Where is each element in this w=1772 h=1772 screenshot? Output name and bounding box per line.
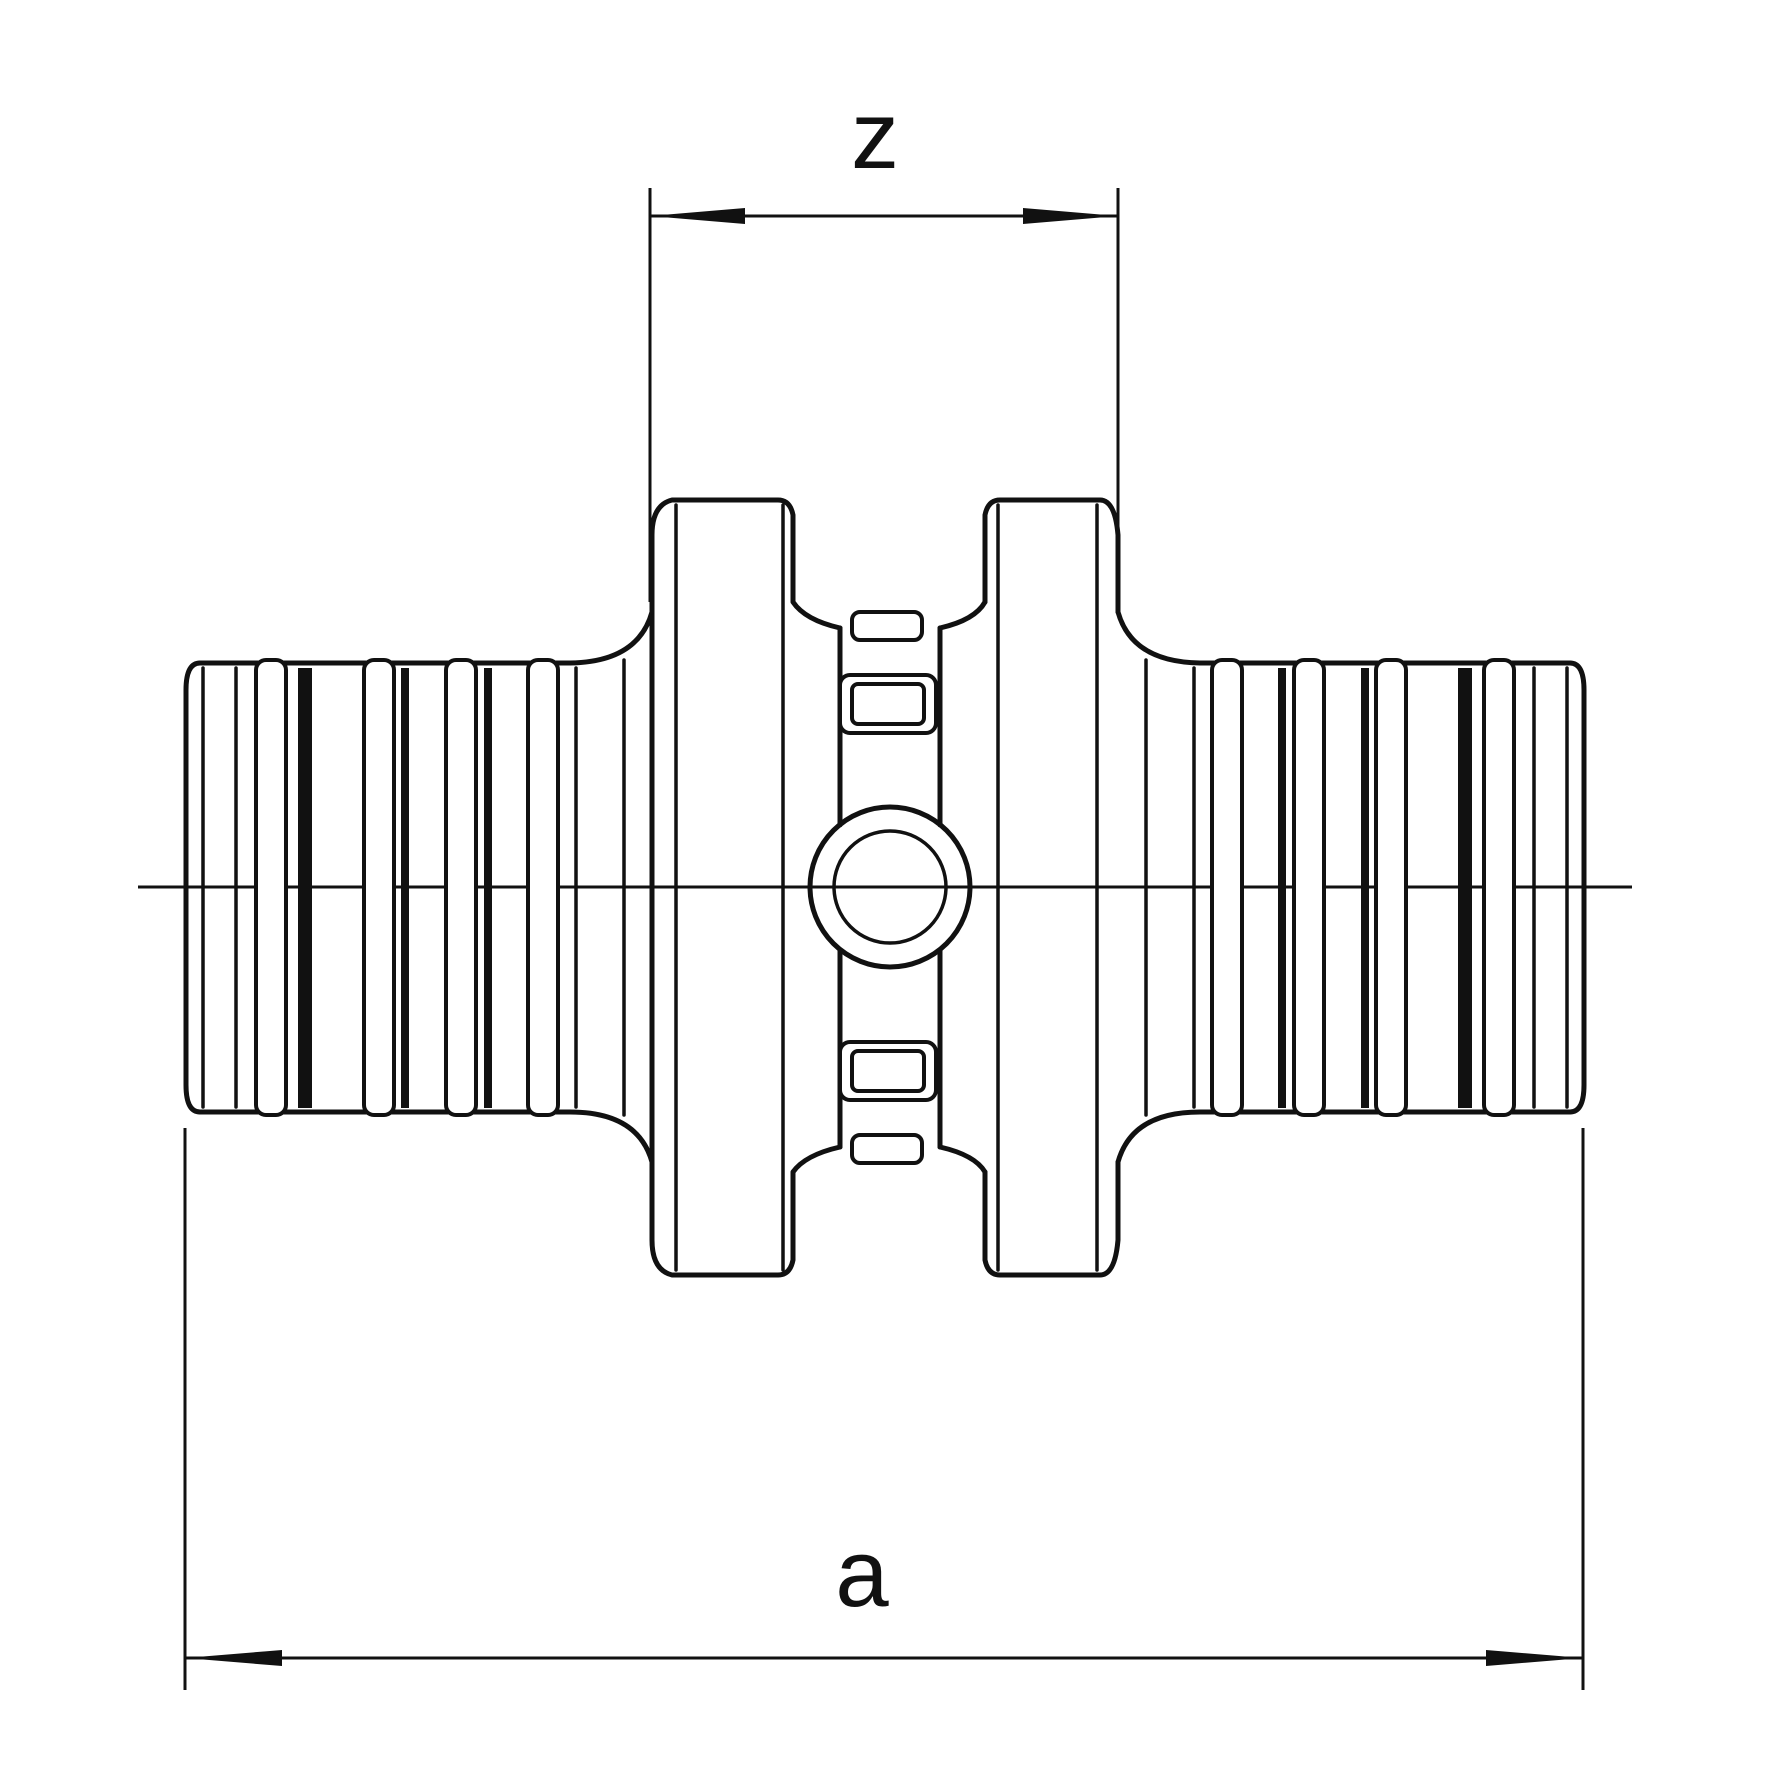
left-insert-ridge [526, 658, 560, 1117]
right-insert-outline [1115, 609, 1573, 1165]
dimension-a-arrow-left [185, 1650, 282, 1666]
right-insert [1115, 609, 1587, 1165]
left-insert-tip [183, 660, 203, 1115]
dimension-a-arrow-right [1486, 1650, 1583, 1666]
right-insert-seal-band [1458, 668, 1472, 1108]
left-insert-outline [197, 609, 655, 1165]
upper-lug [850, 610, 924, 642]
dimension-a: a [183, 1128, 1585, 1690]
left-insert-ridge [362, 658, 396, 1117]
left-insert-seal-band [401, 668, 409, 1108]
left-insert-seal-band [484, 668, 492, 1108]
right-collar-outline [982, 497, 1121, 1278]
right-insert-ridge [1374, 658, 1408, 1117]
left-insert-ridge [254, 658, 288, 1117]
right-insert-ridge [1482, 658, 1516, 1117]
right-insert-ridge [1210, 658, 1244, 1117]
left-insert-ridge [444, 658, 478, 1117]
dimension-z: z [648, 82, 1120, 602]
left-collar [649, 497, 843, 1278]
right-insert-seal-band [1278, 668, 1286, 1108]
central-body [807, 599, 988, 1175]
left-collar-outline [649, 497, 843, 1278]
right-insert-seal-band [1361, 668, 1369, 1108]
dimension-z-arrow-right [1023, 208, 1118, 224]
right-insert-tip [1567, 660, 1587, 1115]
left-insert [183, 609, 655, 1165]
dimension-a-label: a [835, 1520, 889, 1627]
right-collar [982, 497, 1121, 1278]
lower-lug [850, 1133, 924, 1165]
dimension-z-arrow-left [650, 208, 745, 224]
right-insert-ridge [1292, 658, 1326, 1117]
left-insert-seal-band [298, 668, 312, 1108]
dimension-z-label: z [851, 82, 899, 189]
